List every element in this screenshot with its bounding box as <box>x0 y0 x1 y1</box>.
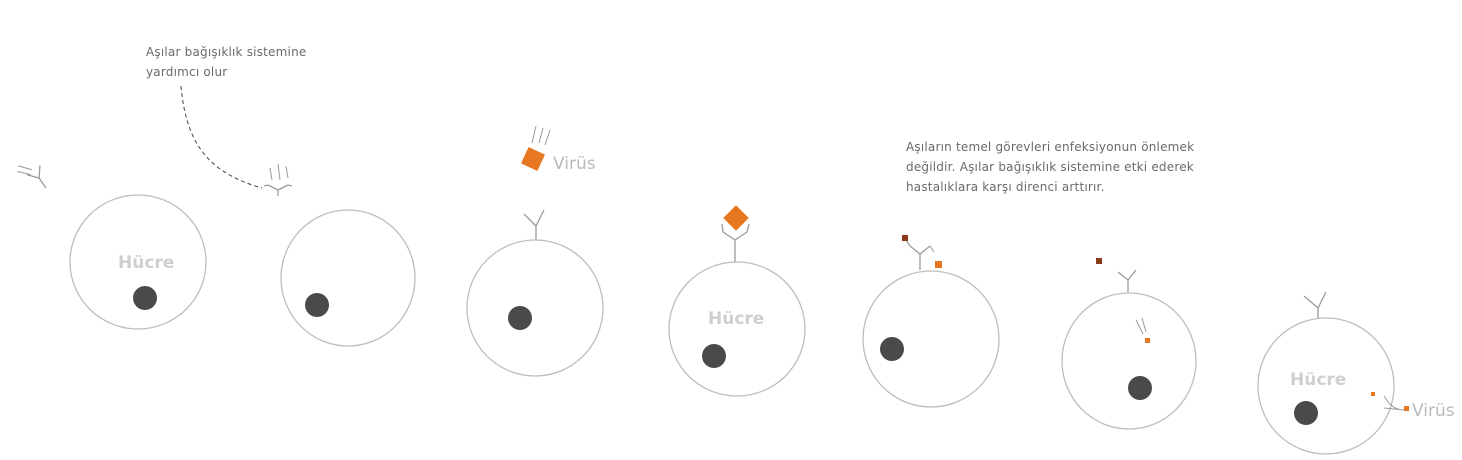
cell-1 <box>69 194 207 330</box>
virus-4 <box>723 205 749 231</box>
virus-label-3: Virüs <box>553 154 596 174</box>
antibody-4 <box>721 223 750 262</box>
dashed-arrow <box>180 85 263 189</box>
cell-5 <box>862 270 1000 408</box>
nucleus-4 <box>702 344 726 368</box>
cell-3 <box>466 239 604 377</box>
stage-7: Hücre Virüs <box>1257 291 1455 455</box>
note-vaccines-help: Aşılar bağışıklık sistemine yardımcı olu… <box>146 42 306 82</box>
antibody-2 <box>263 163 293 196</box>
stage-4: Hücre <box>668 205 806 397</box>
cell-4 <box>668 261 806 397</box>
cell-2 <box>280 209 416 347</box>
stage-3: Virüs <box>466 125 604 377</box>
nucleus-1 <box>133 286 157 310</box>
antibody-free-1 <box>17 165 47 189</box>
virus-fragment-6a <box>1096 258 1102 264</box>
virus-exit-7 <box>1383 395 1409 411</box>
antibody-3 <box>523 209 545 240</box>
nucleus-5 <box>880 337 904 361</box>
stage-2 <box>263 163 416 347</box>
note-vaccine-purpose-line3: hastalıklara karşı direnci arttırır. <box>906 180 1105 194</box>
virus-label-7: Virüs <box>1412 401 1455 421</box>
antibody-5 <box>905 239 931 270</box>
cell-label-7: Hücre <box>1290 370 1346 390</box>
cell-6 <box>1061 292 1197 430</box>
antibody-7 <box>1303 291 1327 318</box>
antibody-6 <box>1117 269 1137 292</box>
cell-label-1: Hücre <box>118 253 174 273</box>
cell-7 <box>1257 317 1395 455</box>
nucleus-7 <box>1294 401 1318 425</box>
stage-5 <box>862 235 1000 408</box>
nucleus-2 <box>305 293 329 317</box>
virus-fragment-5a <box>902 235 908 241</box>
nucleus-3 <box>508 306 532 330</box>
antibody-inside-6 <box>1135 317 1150 343</box>
nucleus-6 <box>1128 376 1152 400</box>
note-vaccine-purpose-line1: Aşıların temel görevleri enfeksiyonun ön… <box>906 140 1195 154</box>
stage-1: Hücre <box>17 165 207 330</box>
virus-fragment-5b <box>935 261 942 268</box>
note-vaccine-purpose-line2: değildir. Aşılar bağışıklık sistemine et… <box>906 160 1194 174</box>
note-vaccine-purpose: Aşıların temel görevleri enfeksiyonun ön… <box>906 137 1194 197</box>
virus-3 <box>521 125 551 171</box>
virus-fragment-7a <box>1371 392 1375 396</box>
cell-label-4: Hücre <box>708 309 764 329</box>
note-vaccines-help-line1: Aşılar bağışıklık sistemine <box>146 45 307 59</box>
stage-6 <box>1061 258 1197 430</box>
note-vaccines-help-line2: yardımcı olur <box>146 65 228 79</box>
